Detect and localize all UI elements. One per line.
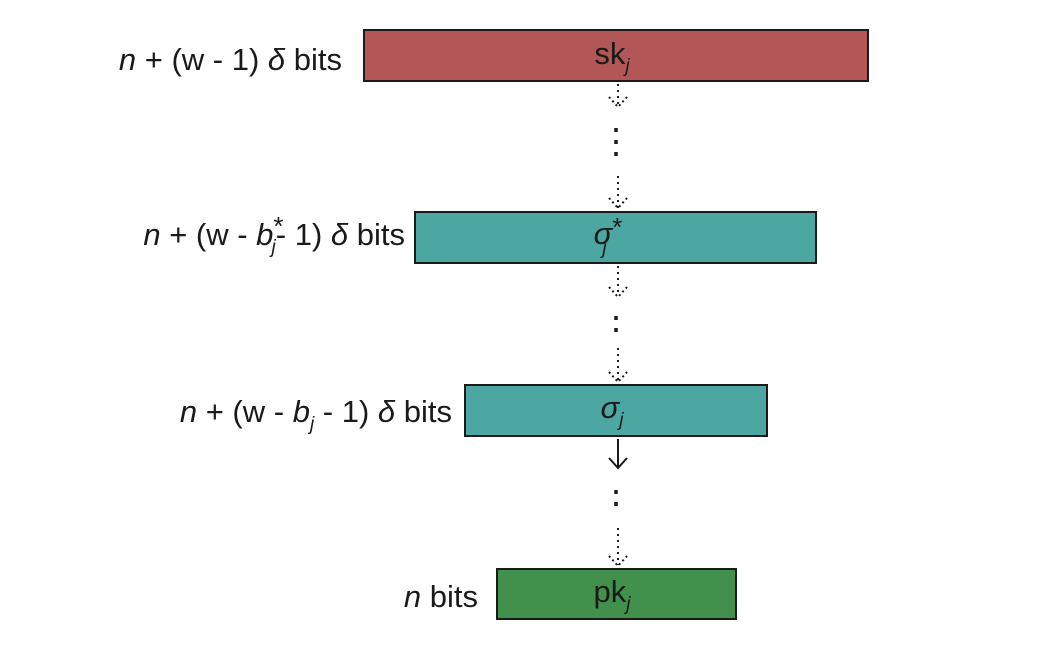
connector-sigma-to-pk bbox=[608, 439, 628, 568]
size-label-pk: n bits bbox=[404, 579, 478, 614]
chain-node-pk: n bits pkj bbox=[404, 568, 737, 620]
sigma-box-label: σj bbox=[601, 390, 625, 431]
sigma-box bbox=[464, 384, 768, 437]
solid-arrow-head bbox=[608, 457, 628, 470]
sigma-star-box bbox=[414, 211, 817, 264]
chain-node-sigma-star: n + (w - b*j- 1) δ bits σ*j bbox=[143, 211, 817, 264]
sigma-star-box-label: σ*j bbox=[594, 212, 623, 259]
sk-box bbox=[363, 29, 869, 82]
connector-sigma-star-to-sigma bbox=[608, 266, 628, 384]
chain-node-sk: n + (w - 1) δ bits skj bbox=[119, 29, 869, 82]
pk-box-label: pkj bbox=[594, 574, 632, 615]
connector-sk-to-sigma-star bbox=[608, 84, 628, 210]
size-label-sigma: n + (w - bj - 1) δ bits bbox=[180, 394, 452, 435]
sk-box-label: skj bbox=[594, 36, 630, 77]
size-label-sk: n + (w - 1) δ bits bbox=[119, 42, 342, 77]
pk-box bbox=[496, 568, 737, 620]
chain-node-sigma: n + (w - bj - 1) δ bits σj bbox=[180, 384, 768, 437]
size-label-sigma-star: n + (w - b*j- 1) δ bits bbox=[143, 211, 405, 258]
